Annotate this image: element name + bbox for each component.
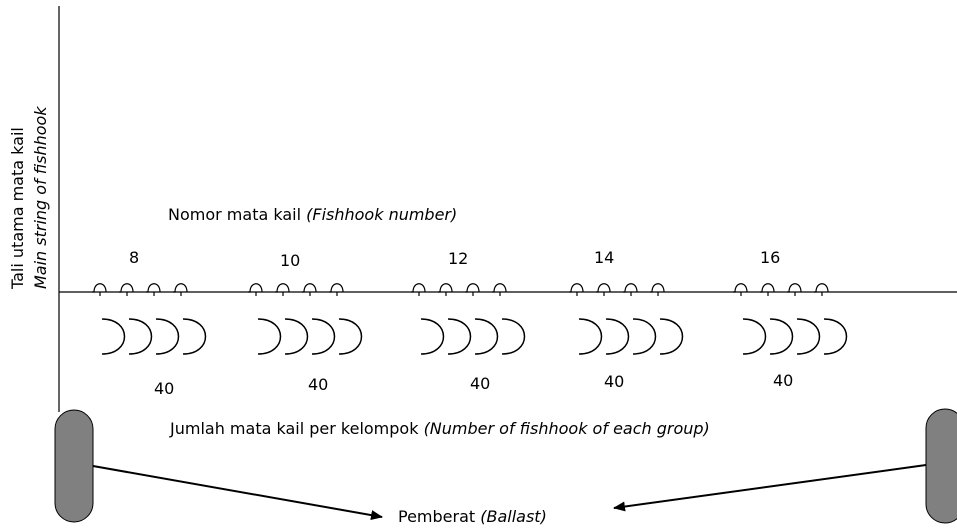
fishhook (578, 318, 603, 355)
fishhook (447, 318, 472, 355)
hook-knot (146, 283, 161, 296)
main-string-label-id: Tali utama mata kail (8, 127, 27, 290)
fishhook (128, 318, 153, 355)
fishhook (823, 318, 848, 355)
fishhook (659, 318, 684, 355)
fishhook (420, 318, 445, 355)
fishhook (632, 318, 657, 355)
fishhook (742, 318, 767, 355)
group-count-label: Jumlah mata kail per kelompok (Number of… (169, 419, 710, 438)
fishhook (155, 318, 180, 355)
hook-knot (438, 283, 453, 296)
fishhook (769, 318, 794, 355)
hook-count-label: 40 (604, 372, 624, 391)
fishhook (311, 318, 336, 355)
fishhook (796, 318, 821, 355)
ballast-right (925, 408, 957, 524)
hook-shapes (248, 283, 363, 355)
hook-knot (760, 283, 775, 296)
hook-knot (650, 283, 665, 296)
hook-knot (92, 283, 107, 296)
hook-knot (465, 283, 480, 296)
hook-count-label: 40 (154, 379, 174, 398)
ballast-left (54, 409, 94, 523)
hook-knot (329, 283, 344, 296)
fishhook-number-label: Nomor mata kail (Fishhook number) (168, 205, 457, 224)
hook-knot (733, 283, 748, 296)
fishhook (605, 318, 630, 355)
hook-knot (569, 283, 584, 296)
hook-knot (787, 283, 802, 296)
hook-number-label: 12 (448, 249, 468, 268)
hook-count-label: 40 (773, 371, 793, 390)
hook-group-3: 12 40 (411, 249, 526, 393)
hook-group-4: 14 40 (569, 248, 684, 391)
fishhook (474, 318, 499, 355)
hook-knot (814, 283, 829, 296)
main-string-label-en: Main string of fishhook (31, 106, 50, 289)
hook-knot (248, 283, 263, 296)
hook-number-label: 8 (129, 248, 139, 267)
ballast-arrow-left (92, 465, 383, 521)
hook-group-2: 10 40 (248, 251, 363, 394)
ballast-label: Pemberat (Ballast) (398, 507, 547, 526)
hook-count-label: 40 (308, 375, 328, 394)
hook-group-1: 8 40 (92, 248, 207, 398)
fishhook (182, 318, 207, 355)
fishhook (101, 318, 126, 355)
hook-shapes (411, 283, 526, 355)
hook-knot (411, 283, 426, 296)
fishhook (257, 318, 282, 355)
fishhook (284, 318, 309, 355)
fishhook (338, 318, 363, 355)
hook-knot (596, 283, 611, 296)
hook-number-label: 16 (760, 248, 780, 267)
ballast-arrow-right (613, 464, 927, 512)
hook-shapes (569, 283, 684, 355)
hook-group-5: 16 40 (733, 248, 848, 390)
hook-shapes (92, 283, 207, 355)
hook-shapes (733, 283, 848, 355)
hook-count-label: 40 (470, 374, 490, 393)
hook-knot (623, 283, 638, 296)
hook-knot (492, 283, 507, 296)
fishhook (501, 318, 526, 355)
hook-knot (119, 283, 134, 296)
hook-knot (275, 283, 290, 296)
hook-knot (302, 283, 317, 296)
hook-number-label: 10 (280, 251, 300, 270)
hook-knot (173, 283, 188, 296)
hook-number-label: 14 (594, 248, 614, 267)
